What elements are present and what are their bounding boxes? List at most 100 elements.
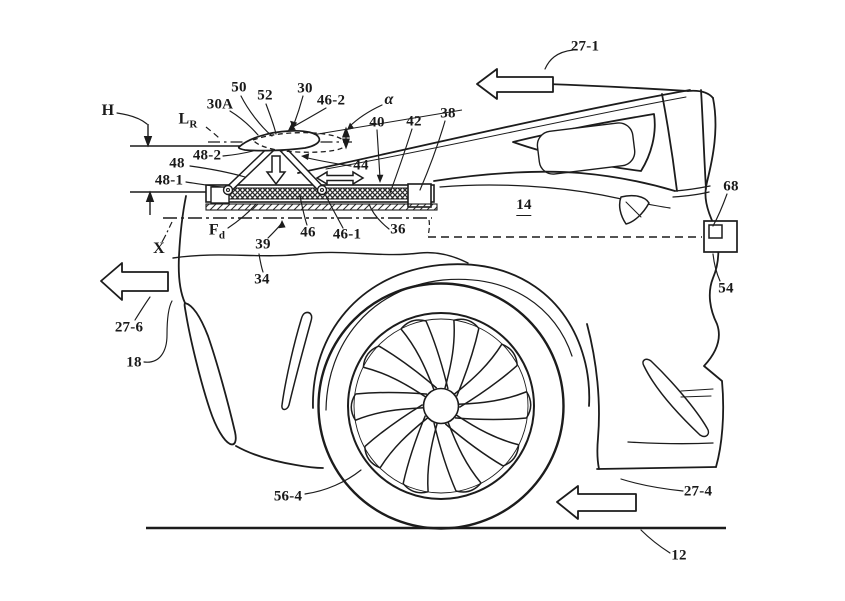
leader-50: [240, 95, 273, 137]
ref-label-40: 40: [369, 114, 385, 131]
airflow-arrow-top: [476, 68, 554, 100]
leader-27-6: [134, 296, 151, 321]
pivot-right-pin: [319, 187, 325, 193]
b-pillar-right: [700, 89, 707, 190]
ref-label-44: 44: [353, 157, 369, 174]
centerline-step: [427, 219, 431, 237]
ref-label-39: 39: [255, 236, 271, 253]
ref-label-14: 14: [516, 198, 532, 216]
roof-corner: [687, 89, 714, 99]
leader-68: [712, 193, 728, 227]
ref-label-36: 36: [390, 221, 406, 238]
pivot-left-pin: [225, 187, 231, 193]
ref-label-12: 12: [671, 547, 687, 564]
leader-18: [143, 300, 173, 363]
b-pillar-left: [661, 93, 678, 192]
dim-arrowhead-up: [145, 190, 155, 202]
airflow-arrow-bottom: [556, 485, 637, 520]
ref-label-fd: Fd: [208, 221, 226, 242]
ref-label-30: 30: [297, 80, 313, 97]
ref-label-50: 50: [231, 79, 247, 96]
leader-30: [293, 95, 304, 125]
airflow-arrow-left: [100, 262, 169, 301]
leader-38: [419, 120, 446, 191]
airflow-arrows: [100, 68, 637, 520]
ref-label-30a: 30A: [206, 96, 234, 113]
leader-30a: [229, 110, 259, 136]
ref-label-46: 46: [300, 224, 316, 241]
leader-h: [116, 112, 148, 125]
ref-label-fd-sub: d: [218, 229, 226, 242]
leader-fd: [227, 203, 257, 229]
rear-vent-right: [642, 358, 710, 438]
rear-wheel: [317, 282, 565, 530]
leader-52: [265, 103, 277, 135]
ref-label-68: 68: [723, 178, 739, 195]
roof-line: [545, 83, 689, 92]
body-right-edge: [703, 97, 725, 468]
spoiler-mechanism: [205, 129, 438, 211]
rim-outer: [347, 312, 535, 500]
wheel-arch-outer: [312, 263, 591, 409]
ref-label-46-2: 46-2: [316, 92, 346, 109]
leader-27-4: [620, 478, 684, 492]
ref-label-46-1: 46-1: [332, 226, 362, 243]
sensor-element: [708, 224, 723, 239]
leader-44: [303, 156, 352, 167]
ref-label-lr: LR: [178, 111, 198, 131]
ref-label-54: 54: [718, 280, 734, 297]
ref-label-lr-sub: R: [189, 118, 198, 131]
airfoil-deployed: [237, 129, 321, 152]
ref-label-fd-main: F: [208, 221, 219, 239]
wheel-arch-rear-edge: [586, 323, 600, 470]
height-dimension: [143, 124, 155, 215]
leader-56-4: [304, 469, 362, 495]
shoulder-line: [433, 170, 676, 192]
ref-label-56-4: 56-4: [273, 488, 303, 505]
closeout-strip-hatched: [205, 203, 438, 211]
dim-arrowhead-down: [143, 136, 153, 148]
bumper-corner-blade: [183, 302, 237, 446]
beltline-at-pillar-2: [672, 191, 710, 198]
ref-label-h: H: [101, 102, 115, 119]
x-leader-dashes: [161, 221, 173, 243]
ref-label-34: 34: [254, 271, 270, 288]
wheel-spokes: [350, 318, 532, 494]
bumper-vent-left: [281, 311, 313, 411]
gill-line-1: [680, 388, 714, 392]
leader-48-2: [222, 150, 254, 157]
rim-inner: [353, 318, 529, 494]
leader-34: [258, 253, 264, 273]
ref-label-48-1: 48-1: [154, 172, 184, 189]
flow-reference-line: [299, 109, 463, 138]
leader-40: [376, 129, 381, 179]
leader-arrowheads: [278, 120, 384, 229]
leader-54: [712, 253, 721, 282]
leader-42: [389, 128, 413, 194]
bumper-bottom-left: [235, 445, 324, 469]
pivot-left: [222, 184, 234, 196]
airfoil-ghost-position: [251, 132, 346, 153]
bumper-bottom-right: [596, 466, 717, 470]
ref-label-52: 52: [257, 87, 273, 104]
ref-label-27-6: 27-6: [114, 319, 144, 336]
rear-window-edge: [297, 89, 691, 174]
ref-label-x: X: [153, 240, 165, 257]
ref-label-42: 42: [406, 113, 422, 130]
slide-double-arrow: [315, 170, 365, 186]
gill-line-2: [680, 395, 712, 398]
alpha-angle-dimension: [341, 126, 351, 150]
rear-fascia-left-edge: [177, 195, 187, 304]
rear-window-edge-inner: [325, 96, 687, 170]
deck-panel-wavy-edge: [172, 251, 469, 264]
side-scoop-inner: [625, 201, 642, 218]
car-body: [172, 83, 725, 470]
ref-label-alpha: α: [384, 91, 394, 108]
leader-48: [189, 165, 246, 178]
ref-label-48-2: 48-2: [192, 147, 222, 164]
beltline-at-pillar: [674, 185, 711, 192]
leader-36: [368, 203, 390, 230]
rocker-line-right: [627, 441, 714, 445]
